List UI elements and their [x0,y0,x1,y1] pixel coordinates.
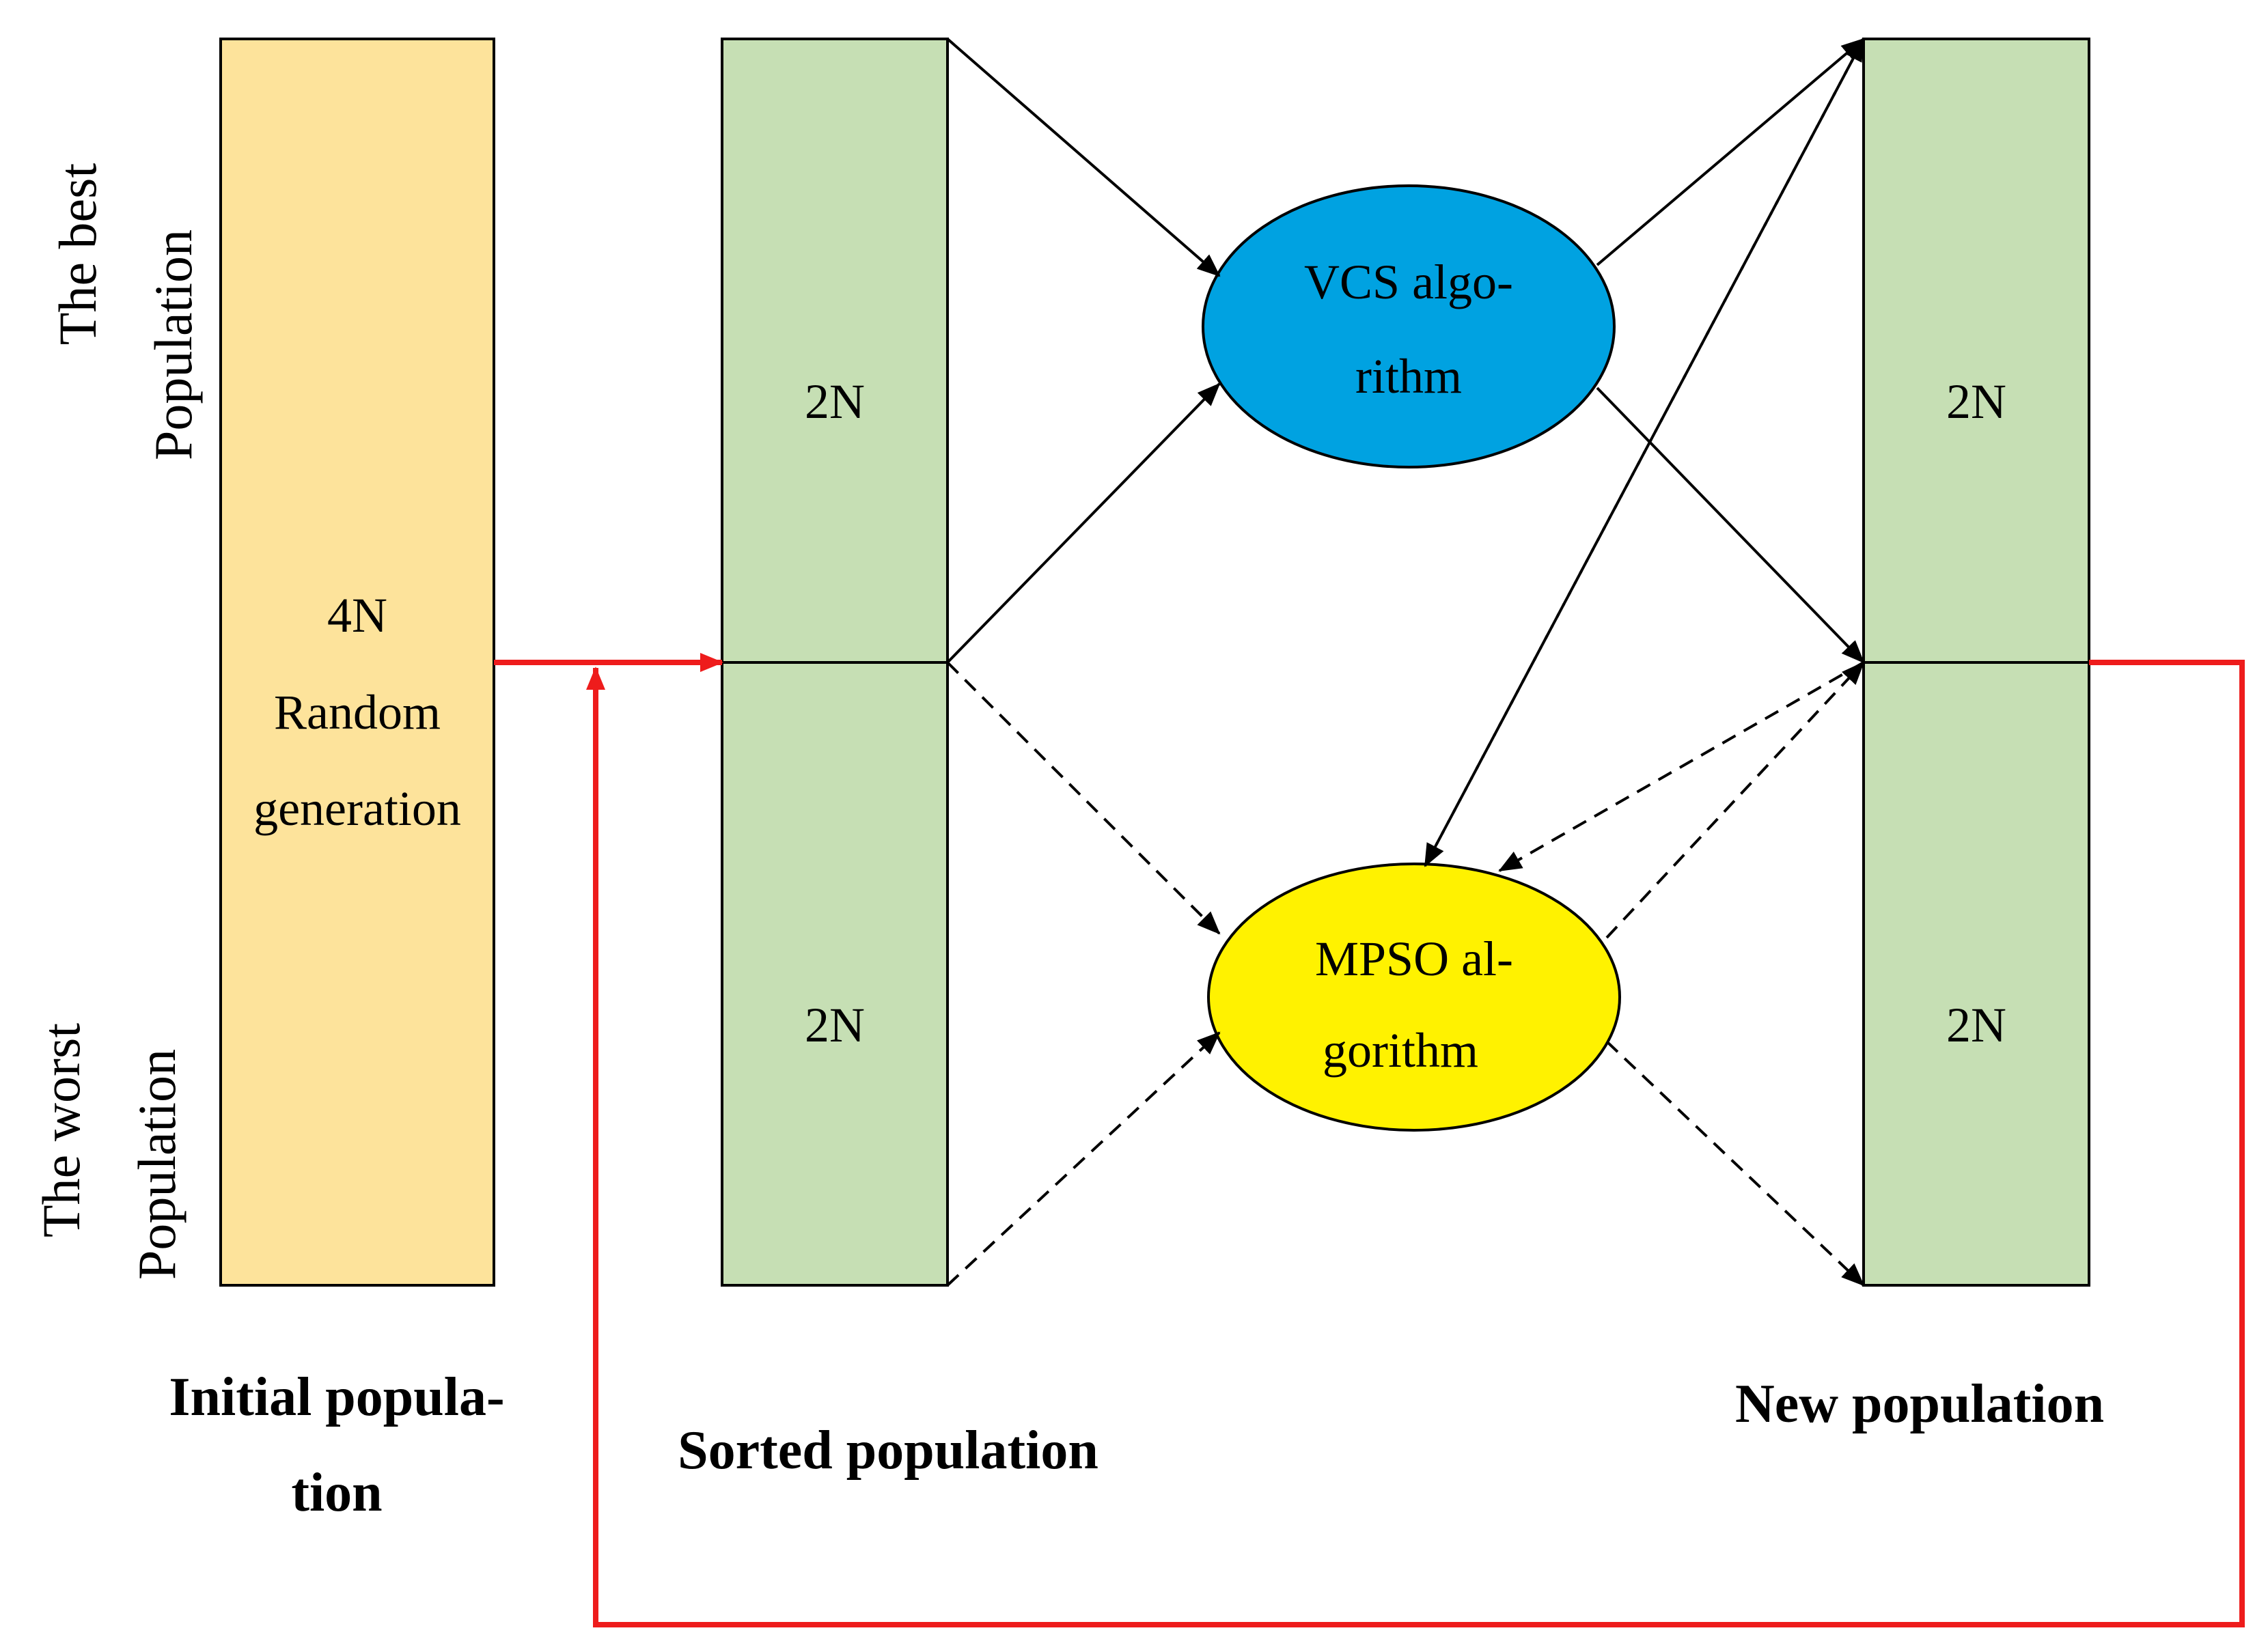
mpso-line1: MPSO al- [1315,932,1513,986]
mpso-line2: gorithm [1323,1023,1478,1078]
best-label-line2: Population [143,229,203,460]
new-top-box [1862,38,2090,664]
vcs-line2: rithm [1355,349,1462,404]
feedback-loop [494,653,2245,1627]
new-population-caption: New population [1735,1374,2104,1434]
mpso-algorithm-node [1207,863,1621,1132]
sorted-top-label: 2N [805,374,865,429]
arrow-new-mid-to-mpso [1498,661,1864,872]
vcs-algorithm-node [1202,184,1616,468]
arrow-sorted-mid-to-vcs [946,382,1221,664]
feedback-return-path [586,660,2245,1627]
arrow-sorted-top-to-vcs [946,38,1221,277]
sorted-bottom-label: 2N [805,998,865,1052]
arrow-mpso-to-new-mid [1605,661,1865,939]
arrow-sorted-bottom-to-mpso [946,1031,1221,1287]
arrow-mpso-to-new-bottom [1605,1040,1865,1287]
initial-box-line3: generation [253,781,461,836]
arrow-sorted-mid-to-mpso [946,661,1221,935]
arrow-vcs-to-new-mid [1596,387,1865,664]
new-top-label: 2N [1946,374,2006,429]
arrow-vcs-to-new-top [1596,38,1865,266]
initial-box-line1: 4N [327,588,387,643]
solid-arrows [946,38,1865,664]
best-label-line1: The best [48,163,107,345]
worst-label-line2: Population [127,1049,186,1280]
worst-label-line1: The worst [31,1023,91,1237]
sorted-caption: Sorted population [678,1420,1098,1481]
dashed-arrows [946,38,1865,1287]
vcs-line1: VCS algo- [1304,255,1513,309]
initial-box-line2: Random [274,685,441,740]
arrow-mpso-to-new-top [1424,38,1865,867]
initial-caption-line2: tion [291,1463,382,1523]
sorted-top-box [721,38,949,664]
new-bottom-box [1862,661,2090,1287]
initial-population-box [219,38,495,1287]
initial-caption-line1: Initial popula- [169,1367,504,1427]
sorted-bottom-box [721,661,949,1287]
new-bottom-label: 2N [1946,998,2006,1052]
